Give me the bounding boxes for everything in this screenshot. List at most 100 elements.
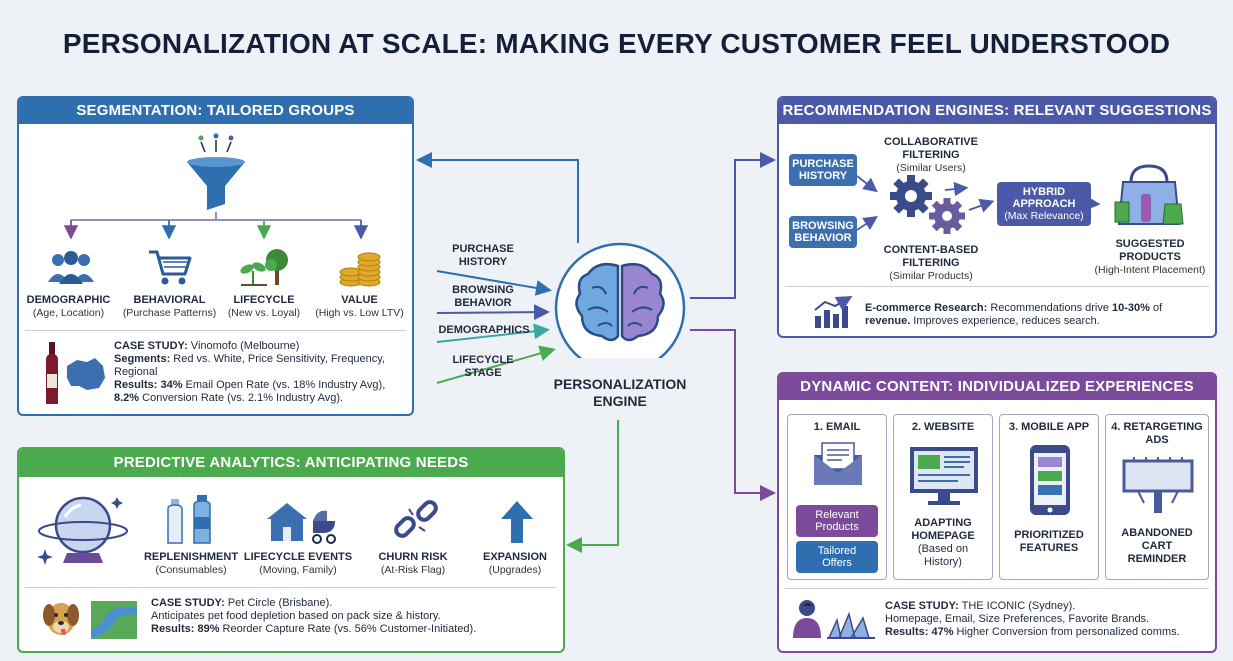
- segmentation-panel: SEGMENTATION: TAILORED GROUPS: [17, 96, 414, 416]
- label-line: SUGGESTED PRODUCTS: [1115, 238, 1185, 263]
- funnel-icon: [187, 133, 245, 210]
- dynamic-divider: [785, 588, 1209, 589]
- recommendation-panel: RECOMMENDATION ENGINES: RELEVANT SUGGEST…: [777, 96, 1217, 338]
- title-line: 4. RETARGETING: [1111, 421, 1203, 433]
- case-key: CASE STUDY:: [151, 597, 225, 609]
- chip-line: Relevant: [815, 509, 859, 521]
- chip-line: BROWSING: [792, 220, 854, 232]
- chip-line: BEHAVIOR: [794, 232, 852, 244]
- case-key: Segments:: [114, 353, 171, 365]
- desc-line: HOMEPAGE: [911, 530, 975, 542]
- label-line: CONTENT-BASED: [883, 244, 979, 256]
- tile-mobile-app: 3. MOBILE APP PRIORITIZED FEATURES: [999, 414, 1099, 580]
- case-key: CASE STUDY:: [114, 340, 188, 352]
- predictive-panel: PREDICTIVE ANALYTICS: ANTICIPATING NEEDS: [17, 447, 565, 653]
- input-line: LIFECYCLE: [452, 354, 514, 366]
- predictive-divider: [25, 587, 557, 588]
- case-metric: 34%: [157, 379, 183, 391]
- page-title: PERSONALIZATION AT SCALE: MAKING EVERY C…: [62, 28, 1171, 59]
- dynamic-panel: DYNAMIC CONTENT: INDIVIDUALIZED EXPERIEN…: [777, 372, 1217, 653]
- predictive-header: PREDICTIVE ANALYTICS: ANTICIPATING NEEDS: [19, 449, 563, 477]
- up-arrow-icon: [501, 501, 533, 543]
- chip-line: APPROACH: [1012, 198, 1076, 210]
- case-key: CASE STUDY:: [885, 600, 959, 612]
- case-key: Results:: [885, 626, 929, 638]
- desc-line: PRIORITIZED: [1014, 529, 1084, 541]
- predict-expansion-desc: (Upgrades): [488, 564, 542, 576]
- chip-line: Products: [815, 521, 859, 533]
- predict-lifecycle-label: LIFECYCLE EVENTS: [243, 551, 353, 563]
- recommendation-header: RECOMMENDATION ENGINES: RELEVANT SUGGEST…: [779, 98, 1215, 124]
- input-line: DEMOGRAPHICS: [438, 324, 530, 336]
- growth-chart-icon: [814, 296, 853, 328]
- note-value: of: [1149, 302, 1163, 314]
- crystal-ball-icon: [37, 496, 128, 565]
- mobile-app-desc: PRIORITIZED FEATURES: [1000, 529, 1098, 555]
- case-line: Regional: [114, 366, 158, 378]
- recommendation-divider: [785, 286, 1209, 287]
- predict-expansion-label: EXPANSION: [483, 551, 547, 563]
- case-line: Homepage, Email, Size Preferences, Favor…: [885, 613, 1150, 625]
- note-key: revenue.: [865, 315, 911, 327]
- suggested-products-label: SUGGESTED PRODUCTS (High-Intent Placemen…: [1085, 238, 1215, 276]
- chip-line: PURCHASE: [792, 158, 854, 170]
- wine-australia-icon: [46, 342, 105, 404]
- engine-label: PERSONALIZATION ENGINE: [540, 376, 700, 410]
- case-value: THE ICONIC (Sydney).: [958, 600, 1076, 612]
- gears-icon: [890, 175, 965, 234]
- bottles-icon: [167, 495, 211, 544]
- billboard-icon: [1122, 457, 1194, 513]
- person-opera-house-icon: [793, 600, 875, 639]
- predictive-case-study: CASE STUDY: Pet Circle (Brisbane). Antic…: [151, 597, 561, 636]
- case-metric: 89%: [194, 623, 220, 635]
- case-metric: 8.2%: [114, 392, 140, 404]
- desc-line: FEATURES: [1019, 542, 1079, 554]
- input-line: BEHAVIOR: [454, 297, 512, 309]
- note-value: Improves experience, reduces search.: [910, 315, 1100, 327]
- note-value: Recommendations drive: [987, 302, 1113, 314]
- desc-line: ADAPTING: [914, 517, 972, 529]
- predict-lifecycle-desc: (Moving, Family): [259, 564, 337, 576]
- segment-lifecycle-label: LIFECYCLE: [233, 294, 295, 306]
- desc-line: REMINDER: [1127, 553, 1187, 565]
- input-line: PURCHASE: [452, 243, 514, 255]
- predict-churn-desc: (At-Risk Flag): [380, 564, 446, 576]
- segmentation-case-study: CASE STUDY: Vinomofo (Melbourne) Segment…: [114, 340, 412, 405]
- desc-line: History): [924, 556, 962, 568]
- phone-icon: [1030, 445, 1070, 515]
- case-metric: 47%: [928, 626, 954, 638]
- segment-demographic-label: DEMOGRAPHIC: [26, 294, 111, 306]
- chip-sub: (Max Relevance): [1004, 210, 1084, 222]
- tile-title: 3. MOBILE APP: [1008, 421, 1090, 433]
- label-line: FILTERING: [902, 257, 960, 269]
- case-value: Red vs. White, Price Sensitivity, Freque…: [170, 353, 386, 365]
- predict-churn-label: CHURN RISK: [378, 551, 448, 563]
- chip-line: Offers: [822, 557, 852, 569]
- segment-lifecycle-desc: (New vs. Loyal): [227, 307, 301, 319]
- case-value: Pet Circle (Brisbane).: [224, 597, 333, 609]
- case-value: Email Open Rate (vs. 18% Industry Avg),: [182, 379, 386, 391]
- chip-line: HYBRID: [1022, 186, 1066, 198]
- plant-tree-icon: [240, 249, 288, 286]
- case-value: Higher Conversion from personalized comm…: [953, 626, 1180, 638]
- cart-icon: [149, 250, 192, 285]
- case-value: Conversion Rate (vs. 2.1% Industry Avg).: [139, 392, 344, 404]
- chip-line: HISTORY: [798, 170, 848, 182]
- case-line: Anticipates pet food depletion based on …: [151, 610, 441, 622]
- case-value: Vinomofo (Melbourne): [187, 340, 300, 352]
- tile-title: 1. EMAIL: [813, 421, 861, 433]
- monitor-icon: [910, 447, 978, 505]
- broken-chain-icon: [394, 500, 438, 538]
- desc-line: CART: [1141, 540, 1173, 552]
- label-sub: (Similar Users): [896, 162, 966, 174]
- predict-replenishment-desc: (Consumables): [155, 564, 227, 576]
- coins-icon: [339, 252, 381, 287]
- tile-retargeting-ads: 4. RETARGETING ADS ABANDONED CART REMIND…: [1105, 414, 1209, 580]
